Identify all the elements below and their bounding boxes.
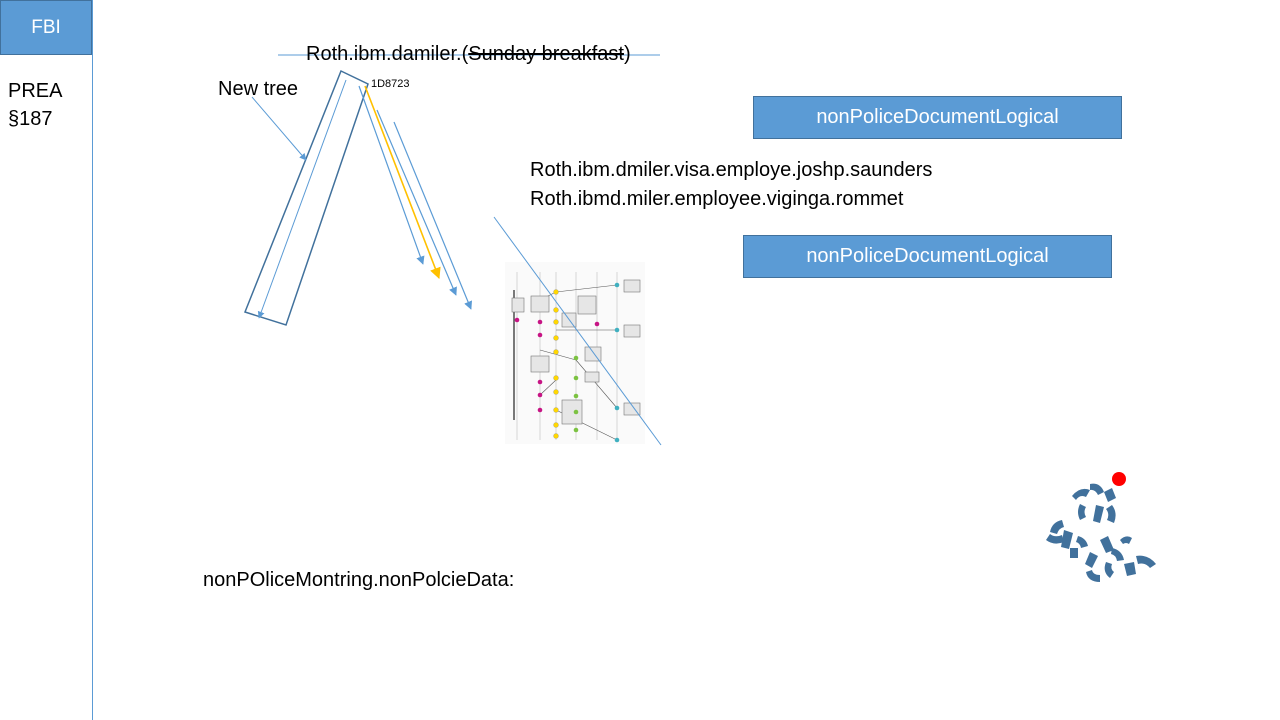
- fbi-header-box: FBI: [0, 0, 92, 55]
- fbi-label: FBI: [31, 16, 61, 38]
- tilted-rectangle: [244, 69, 369, 326]
- title-prefix: Roth.ibm.damiler.(: [306, 43, 469, 65]
- sidebar-line-2: §187: [8, 108, 53, 130]
- document-logical-box-1: nonPoliceDocumentLogical: [753, 96, 1122, 139]
- monitoring-text: nonPOliceMontring.nonPolcieData:: [203, 569, 515, 591]
- title-suffix: ): [623, 43, 631, 65]
- id-label: 1D8723: [371, 78, 410, 90]
- diagonal-line: [493, 216, 662, 446]
- sidebar-divider: [92, 0, 93, 720]
- box-1-label: nonPoliceDocumentLogical: [816, 106, 1059, 128]
- arrow-1: [358, 85, 425, 265]
- red-dot: [1112, 472, 1126, 486]
- box-2-label: nonPoliceDocumentLogical: [806, 245, 1049, 267]
- arrow-down-left: [257, 79, 347, 319]
- arrow-yellow: [364, 85, 441, 280]
- puzzle-pieces-icon: [1046, 483, 1156, 582]
- document-logical-box-2: nonPoliceDocumentLogical: [743, 235, 1112, 278]
- names-list: Roth.ibm.dmiler.visa.employe.joshp.saund…: [530, 156, 932, 214]
- arrow-2: [376, 109, 457, 296]
- title-text: Roth.ibm.damiler.(Sunday breakfast): [306, 43, 631, 66]
- name-line-2: Roth.ibmd.miler.employee.viginga.rommet: [530, 188, 904, 210]
- title-struck: Sunday breakfast: [468, 43, 624, 65]
- name-line-1: Roth.ibm.dmiler.visa.employe.joshp.saund…: [530, 159, 933, 181]
- arrow-3: [393, 121, 473, 310]
- sidebar-line-1: PREA: [8, 80, 63, 102]
- sidebar-text: PREA §187: [8, 77, 62, 133]
- flowchart-thumbnail: [505, 262, 645, 444]
- arrow-new-tree: [251, 96, 307, 161]
- new-tree-label: New tree: [218, 78, 299, 100]
